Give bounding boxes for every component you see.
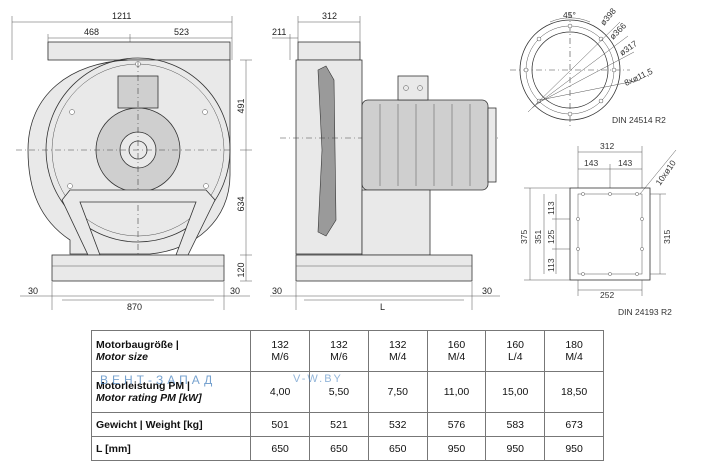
row-label: L [mm] [90,436,252,461]
row-label: Motorleistung PM | Motor rating PM [kW] [90,371,252,413]
cell: 950 [485,436,546,461]
round-flange-d3: ø317 [617,38,639,57]
cell: 132 M/6 [250,330,311,372]
cell: 521 [309,412,369,437]
row-label: Motorbaugröße | Motor size [90,330,252,372]
technical-drawing: 1211 468 523 491 6 [11,6,678,317]
dim-height-mid: 634 [236,196,246,211]
dim-height-upper: 491 [236,98,246,113]
table-row-length: L [mm] 650 650 650 950 950 950 [90,436,604,461]
watermark-right: V-W.BY [293,373,343,385]
outlet-duct [47,41,231,61]
cell: 5,50 [309,371,369,413]
cell: 673 [544,412,604,437]
cell: 532 [367,412,428,437]
cell: 583 [485,412,546,437]
dim-overall-width: 1211 [112,11,131,21]
cell: 501 [250,412,311,437]
base-frame [51,254,225,282]
cell: 15,00 [485,371,546,413]
dim-base-width: 870 [127,302,142,312]
round-flange-angle: 45° [563,10,576,20]
dim-height-base: 120 [236,262,246,277]
spec-table: Motorbaugröße | Motor size 132 M/6 132 M… [90,330,604,461]
impeller [317,65,337,237]
square-flange-half-left: 143 [584,158,598,168]
motor-body [361,99,489,191]
round-flange-holes: 8xø11,5 [623,66,655,88]
square-flange-h-inner: 351 [533,230,543,244]
square-flange-outer: 312 [600,141,614,151]
row-label: Gewicht | Weight [kg] [90,412,252,437]
dim-inlet-offset: 211 [272,27,286,37]
label-de: Motorbaugröße | [96,339,179,351]
cell: 650 [309,436,369,461]
cell: 650 [367,436,428,461]
square-flange: 312 143 143 10xø10 375 351 113 [519,141,678,317]
cell: 132 M/6 [309,330,369,372]
label-de: Motorleistung PM | [96,380,190,392]
cell: 160 M/4 [426,330,487,372]
table-row-weight: Gewicht | Weight [kg] 501 521 532 576 58… [90,412,604,437]
label-en: Motor rating PM [kW] [96,392,202,404]
table-row-motor-rating: Motorleistung PM | Motor rating PM [kW] … [90,371,604,413]
cell: 160 L/4 [485,330,546,372]
square-flange-h-seg1: 113 [546,201,556,215]
support-frame [61,189,216,256]
terminal-box [397,75,429,101]
side-base-frame [295,254,473,282]
cell: 650 [250,436,311,461]
square-flange-standard: DIN 24193 R2 [618,307,672,317]
round-flange-standard: DIN 24514 R2 [612,115,666,125]
table-row-motor-size: Motorbaugröße | Motor size 132 M/6 132 M… [90,330,604,372]
dim-side-top-width: 312 [322,11,337,21]
cell: 4,00 [250,371,311,413]
label-en: Motor size [96,351,148,363]
square-flange-h-seg3: 113 [546,258,556,272]
square-flange-half-right: 143 [618,158,632,168]
watermark-left: ВЕНТ-ЗАПАД [100,373,217,387]
cell: 950 [544,436,604,461]
cell: 950 [426,436,487,461]
cell: 11,00 [426,371,487,413]
round-flange-d1: ø398 [598,6,618,27]
cell: 18,50 [544,371,604,413]
square-flange-h-total: 375 [519,230,529,244]
dim-side-base-left: 30 [272,286,282,296]
cell: 180 M/4 [544,330,604,372]
dim-left-part: 468 [84,27,99,37]
dim-side-length: L [380,302,385,312]
square-flange-h-seg2: 125 [546,230,556,244]
square-flange-h-right: 315 [662,230,672,244]
side-view: 312 211 30 30 L [270,11,500,312]
cell: 576 [426,412,487,437]
dim-base-right-offset: 30 [230,286,240,296]
front-view: 1211 468 523 491 6 [11,11,252,312]
dim-base-left-offset: 30 [28,286,38,296]
round-flange: 45° ø398 ø366 ø317 8xø11,5 DIN 24514 R2 [510,6,666,128]
square-flange-bottom: 252 [600,290,614,300]
dim-right-part: 523 [174,27,189,37]
cell: 132 M/4 [367,330,428,372]
cell: 7,50 [367,371,428,413]
dim-side-base-right: 30 [482,286,492,296]
